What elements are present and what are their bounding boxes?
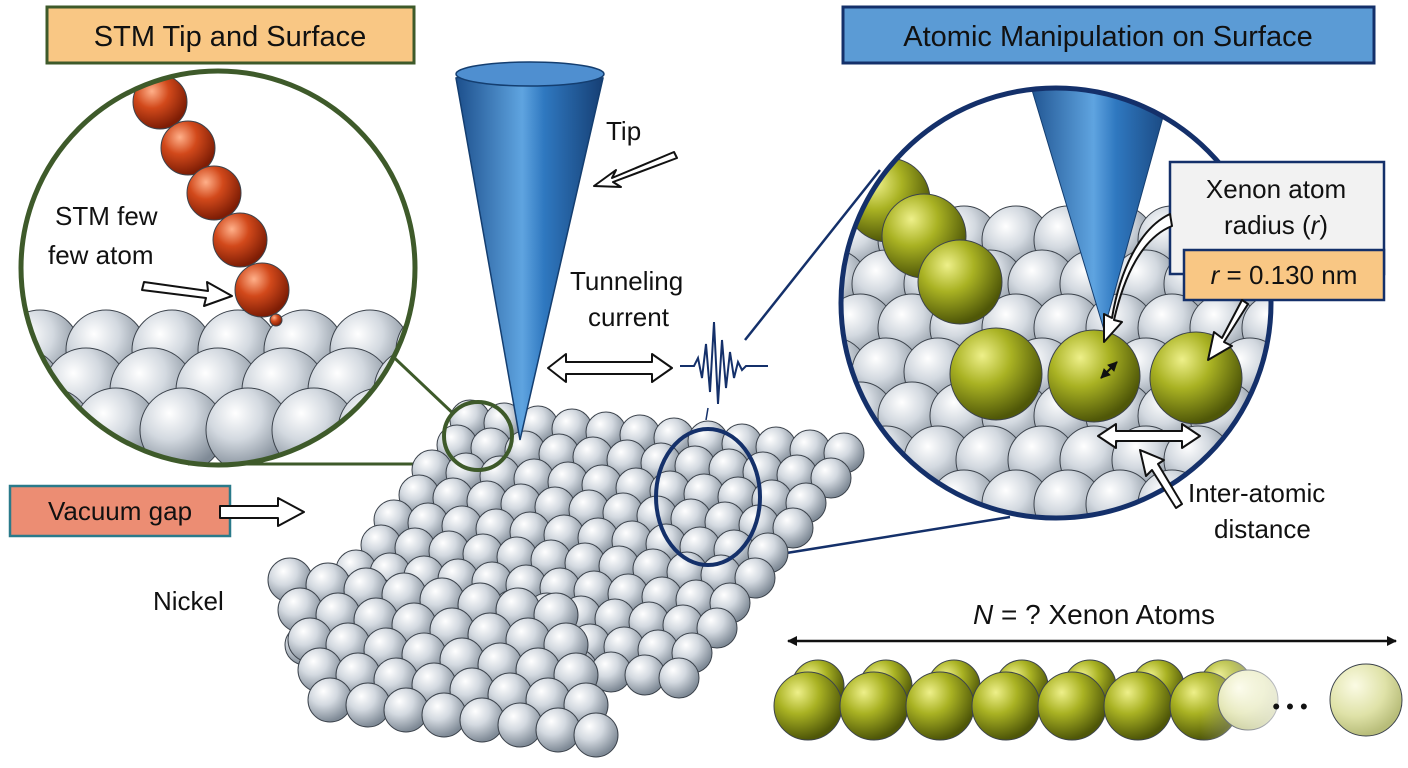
right-zoom-ring <box>654 427 762 567</box>
left-title-box: STM Tip and Surface <box>45 5 416 65</box>
nickel-atom <box>1085 469 1155 518</box>
nickel-atom <box>734 557 776 599</box>
interatomic-arrows <box>1097 423 1201 509</box>
xenon-atom <box>1037 671 1107 741</box>
nickel-atom <box>421 692 467 738</box>
copper-atom <box>269 313 283 327</box>
xenon-atom-faded <box>1329 663 1403 737</box>
right-title-box: Atomic Manipulation on Surface <box>841 5 1376 65</box>
copper-atom <box>186 165 242 221</box>
right-title: Atomic Manipulation on Surface <box>903 21 1312 53</box>
xenon-radius-callout: Xenon atom radius (r) r = 0.130 nm <box>1168 160 1386 302</box>
xenon-atom <box>905 671 975 741</box>
right-zoom-circle <box>838 85 1274 521</box>
ellipsis: • • • <box>1272 694 1307 719</box>
nickel-atom <box>459 697 505 743</box>
tunneling-double-arrow <box>547 353 673 383</box>
nickel-atom <box>307 677 353 723</box>
nickel-atom <box>373 347 415 433</box>
nickel-atom <box>497 702 543 748</box>
nickel-atom <box>772 507 814 549</box>
chain-label-line1: STM few <box>55 201 158 231</box>
radius-value: r = 0.130 nm <box>1211 260 1358 290</box>
nickel-atom <box>345 682 391 728</box>
xenon-atom <box>839 671 909 741</box>
copper-atom <box>234 262 290 318</box>
copper-atom <box>212 212 268 268</box>
nickel-atom <box>810 457 852 499</box>
nickel-label: Nickel <box>153 586 224 616</box>
xenon-atom <box>971 671 1041 741</box>
nickel-atom <box>535 707 581 753</box>
left-title: STM Tip and Surface <box>94 21 366 53</box>
nickel-atom <box>271 387 357 465</box>
nickel-atom <box>21 387 93 465</box>
wave-tick <box>705 407 709 421</box>
tunneling-label-line1: Tunneling <box>570 266 683 296</box>
nickel-surface <box>267 399 865 758</box>
xenon-atom-row <box>773 659 1403 750</box>
xenon-atom <box>917 239 1003 325</box>
nickel-atom <box>658 657 700 699</box>
nickel-atom <box>573 712 619 758</box>
xenon-atom <box>1149 331 1243 425</box>
row-fade <box>1200 660 1300 750</box>
nickel-atom <box>383 687 429 733</box>
xenon-atom <box>1047 329 1141 423</box>
interatomic-label-line2: distance <box>1214 514 1311 544</box>
chain-label-line2: few atom <box>48 240 154 270</box>
stm-tip-zoomed <box>1025 88 1177 332</box>
vacuum-gap-arrow <box>219 497 305 527</box>
tunneling-wave <box>680 321 768 405</box>
vacuum-gap-box: Vacuum gap <box>8 484 232 538</box>
tip-label: Tip <box>606 116 641 146</box>
copper-atom <box>132 74 188 130</box>
xenon-label-line2: radius (r) <box>1224 210 1328 240</box>
xenon-atom <box>773 671 843 741</box>
tip-arrow <box>593 151 678 188</box>
chain-arrow <box>141 281 233 307</box>
xenon-atom <box>949 327 1043 421</box>
tunneling-label-line2: current <box>588 302 670 332</box>
xenon-atom <box>1103 671 1173 741</box>
interatomic-label-line1: Inter-atomic <box>1188 478 1325 508</box>
vacuum-gap-label: Vacuum gap <box>48 496 192 526</box>
copper-atom <box>160 120 216 176</box>
n-atoms-label: N = ? Xenon Atoms <box>973 599 1215 630</box>
nickel-atom <box>696 607 738 649</box>
stm-tip <box>455 61 605 441</box>
radius-callout-arrows <box>1100 213 1249 379</box>
nickel-atom <box>337 387 415 465</box>
left-zoom-ring <box>442 400 514 472</box>
xenon-label-line1: Xenon atom <box>1206 174 1346 204</box>
